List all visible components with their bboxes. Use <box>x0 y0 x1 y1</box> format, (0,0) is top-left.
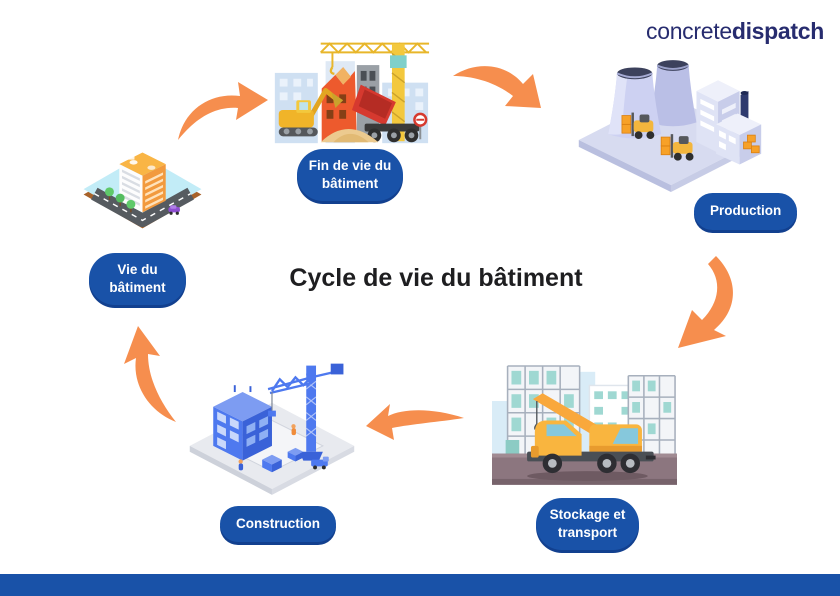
stage-label-text: Vie du bâtiment <box>109 262 166 296</box>
arrow-construction-to-life-icon <box>124 326 176 422</box>
demolition-site-illustration-icon <box>274 42 430 144</box>
brand-logo: concretedispatch <box>646 18 824 45</box>
stage-label-fin-de-vie: Fin de vie du bâtiment <box>297 149 403 202</box>
stage-label-vie-du-batiment: Vie du bâtiment <box>89 253 186 306</box>
factory-illustration-icon <box>578 60 762 192</box>
footer-bar <box>0 574 840 596</box>
city-block-illustration-icon <box>83 152 202 229</box>
stage-label-construction: Construction <box>220 506 336 542</box>
arrow-end-of-life-to-production-icon <box>453 66 541 108</box>
stage-label-text: Fin de vie du bâtiment <box>308 158 392 192</box>
brand-logo-regular: concrete <box>646 18 732 44</box>
crane-truck-illustration-icon <box>492 365 677 485</box>
diagram-title: Cycle de vie du bâtiment <box>289 264 583 292</box>
stage-label-text: Stockage et transport <box>549 507 626 541</box>
arrow-storage-to-construction-icon <box>366 404 464 440</box>
stage-label-text: Production <box>710 203 782 219</box>
construction-site-illustration-icon <box>189 363 355 495</box>
stage-label-stockage-transport: Stockage et transport <box>536 498 639 551</box>
stage-label-production: Production <box>694 193 798 230</box>
brand-logo-bold: dispatch <box>731 18 824 44</box>
stage-label-text: Construction <box>236 515 320 531</box>
arrow-life-to-end-of-life-icon <box>178 82 268 140</box>
arrow-production-to-storage-icon <box>678 256 733 348</box>
